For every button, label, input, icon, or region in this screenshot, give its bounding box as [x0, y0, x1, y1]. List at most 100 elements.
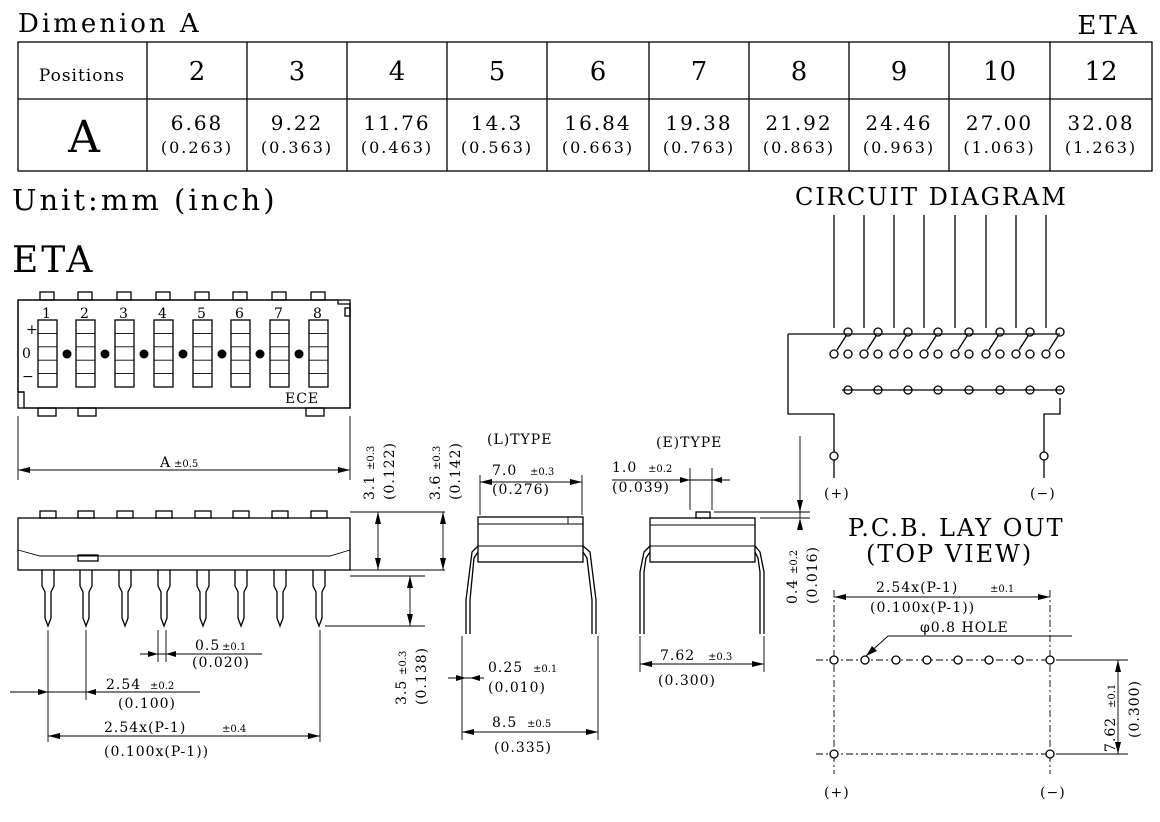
side-tab: [232, 510, 250, 519]
circuit-node: [981, 349, 991, 359]
l-thick-in: (0.010): [488, 680, 546, 696]
switch-blade: [1048, 335, 1059, 351]
switch-number: 3: [119, 306, 129, 322]
switch-slot: [192, 319, 213, 388]
switch-side-view: [17, 517, 351, 628]
circuit-node: [873, 327, 883, 337]
pcb-row-tol: ±0.1: [1107, 684, 1118, 708]
pcb-hole: [922, 655, 932, 665]
circuit-node: [873, 349, 883, 359]
bottom-tab: [77, 407, 97, 417]
e-act: 1.0: [612, 460, 637, 476]
e-type-title: (E)TYPE: [656, 435, 722, 451]
dim-inch-8: (1.063): [963, 138, 1035, 157]
dim-lead-w: 0.5: [195, 638, 220, 654]
dim-pitch: 2.54: [106, 677, 141, 693]
pcb-span-in: (0.100x(P-1)): [870, 600, 975, 616]
dim-span-tol: ±0.4: [222, 724, 246, 735]
circuit-node: [1011, 349, 1021, 359]
circuit-node: [829, 349, 839, 359]
position-6: 8: [791, 57, 808, 87]
e-row-in: (0.300): [658, 673, 716, 689]
e-row: 7.62: [660, 648, 695, 664]
position-5: 7: [691, 57, 708, 87]
e-act-h: 0.4: [785, 579, 801, 604]
circuit-node: [933, 327, 943, 337]
brand-label: ETA: [12, 240, 95, 281]
circuit-node: [903, 327, 913, 337]
circuit-minus: (−): [1030, 486, 1056, 502]
circuit-node: [995, 327, 1005, 337]
pcb-row-in: (0.300): [1127, 680, 1143, 738]
switch-dot: [178, 349, 188, 359]
circuit-node: [933, 349, 943, 359]
lead-pin: [118, 570, 132, 628]
switch-dot: [255, 349, 265, 359]
position-4: 6: [590, 57, 607, 87]
dim-inch-7: (0.963): [863, 138, 935, 157]
circuit-node: [964, 327, 974, 337]
l-width-tol: ±0.3: [530, 467, 554, 478]
circuit-node: [843, 349, 853, 359]
dim-mm-4: 16.84: [564, 111, 631, 135]
lead-pin: [157, 570, 171, 628]
table-cells: 26.68(0.263)39.22(0.363)411.76(0.463)514…: [161, 57, 1135, 157]
pcb-hole: [1045, 749, 1055, 759]
position-9: 12: [1084, 57, 1117, 87]
dim-mm-6: 21.92: [765, 111, 832, 135]
position-3: 5: [489, 57, 506, 87]
circuit-node: [903, 349, 913, 359]
circuit-node: [964, 349, 974, 359]
dim-lead-w-in: (0.020): [192, 655, 250, 671]
pcb-hole: [1045, 655, 1055, 665]
row-a-label: A: [67, 112, 101, 163]
top-tab: [39, 291, 55, 301]
switch-blade: [866, 335, 877, 351]
dim-h1: 3.1: [362, 475, 378, 500]
bottom-tab: [37, 407, 57, 417]
dim-lead-w-tol: ±0.1: [222, 642, 246, 653]
dim-mm-2: 11.76: [363, 111, 430, 135]
side-tab: [271, 510, 289, 519]
lead-pin: [79, 570, 93, 628]
switch-slot: [37, 319, 58, 388]
pcb-span-tol: ±0.1: [990, 584, 1014, 595]
circuit-node: [919, 349, 929, 359]
brand-header: ETA: [1077, 11, 1140, 41]
dim-inch-1: (0.363): [261, 138, 333, 157]
switch-slot: [308, 319, 329, 388]
circuit-title: CIRCUIT DIAGRAM: [795, 183, 1068, 211]
dim-inch-2: (0.463): [361, 138, 433, 157]
dim-mm-9: 32.08: [1067, 111, 1134, 135]
switch-blade: [896, 335, 907, 351]
lead-pin: [234, 570, 248, 628]
lead-pin: [312, 570, 326, 628]
dim-lead-in: (0.138): [414, 647, 430, 705]
dim-h2-in: (0.142): [448, 442, 464, 500]
position-7: 9: [891, 57, 908, 87]
dim-span: 2.54x(P-1): [104, 720, 186, 736]
pcb-layout: [816, 590, 1070, 774]
dim-mm-8: 27.00: [966, 111, 1033, 135]
pcb-hole: [829, 655, 839, 665]
e-act-h-tol: ±0.2: [789, 550, 800, 574]
positions-label: Positions: [39, 66, 125, 86]
side-tab: [116, 510, 134, 519]
dim-pitch-in: (0.100): [118, 696, 176, 712]
position-2: 4: [389, 57, 406, 87]
dim-mm-0: 6.68: [171, 111, 224, 135]
side-tab: [310, 510, 328, 519]
dim-inch-6: (0.863): [763, 138, 835, 157]
position-8: 10: [983, 57, 1016, 87]
l-thick-tol: ±0.1: [533, 664, 557, 675]
dim-h1-tol: ±0.3: [366, 446, 377, 470]
dim-h1-in: (0.122): [382, 442, 398, 500]
maker-mark: ECE: [285, 391, 319, 407]
side-tab: [155, 510, 173, 519]
pcb-hole: [984, 655, 994, 665]
circuit-node: [1041, 349, 1051, 359]
dim-inch-4: (0.663): [562, 138, 634, 157]
top-tab: [194, 291, 210, 301]
side-tab: [39, 510, 57, 519]
